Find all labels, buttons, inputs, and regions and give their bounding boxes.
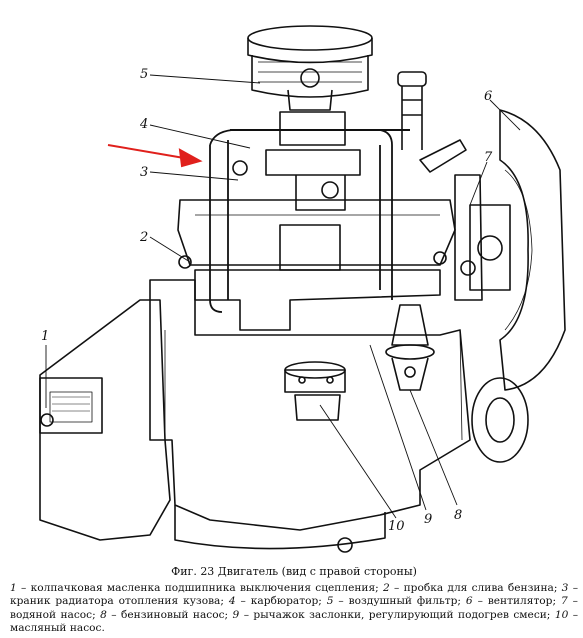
legend-item-1: 1 – колпачковая масленка подшипника выкл… (10, 581, 379, 594)
callout-1: 1 (41, 329, 49, 344)
callout-4: 4 (139, 117, 148, 132)
manifold (194, 269, 441, 331)
water-pump (454, 174, 529, 463)
fan (469, 109, 566, 391)
carburetor (230, 111, 410, 211)
valve-cover (177, 199, 456, 271)
legend-item-7: 7 – водяной насос; (10, 595, 578, 621)
engine-diagram: 5 4 3 2 1 6 7 10 9 8 (39, 25, 566, 553)
fuel-pump (385, 304, 435, 391)
caption-legend: 1 – колпачковая масленка подшипника выкл… (10, 582, 578, 636)
callout-9: 9 (424, 512, 432, 527)
callout-3: 3 (140, 165, 148, 180)
callout-5: 5 (140, 67, 148, 82)
red-arrow (107, 144, 203, 168)
callout-7: 7 (484, 150, 493, 165)
callout-10: 10 (388, 519, 405, 534)
oil-pump (284, 361, 346, 421)
engine-block (149, 279, 471, 553)
heater-pipe (209, 129, 393, 313)
legend-item-2: 2 – пробка для слива бензина; (383, 581, 558, 594)
legend-item-3: 3 – краник радиатора отопления кузова; (10, 581, 578, 608)
callout-2: 2 (139, 230, 148, 245)
legend-item-4: 4 – карбюратор; (228, 595, 322, 607)
bell-housing (39, 299, 171, 541)
callout-8: 8 (454, 508, 462, 523)
legend-item-6: 6 – вентилятор; (465, 595, 557, 607)
filler-neck (397, 71, 467, 173)
legend-item-9: 9 – рычажок заслонки, регулирующий подог… (232, 608, 551, 621)
air-filter (247, 25, 373, 111)
callout-6: 6 (484, 89, 492, 104)
caption-title: Фиг. 23 Двигатель (вид с правой стороны) (171, 565, 417, 578)
figure-caption: Фиг. 23 Двигатель (вид с правой стороны)… (10, 565, 578, 636)
legend-item-10: 10 – масляный насос. (10, 608, 579, 635)
legend-item-5: 5 – воздушный фильтр; (326, 595, 461, 607)
legend-item-8: 8 – бензиновый насос; (100, 608, 229, 621)
